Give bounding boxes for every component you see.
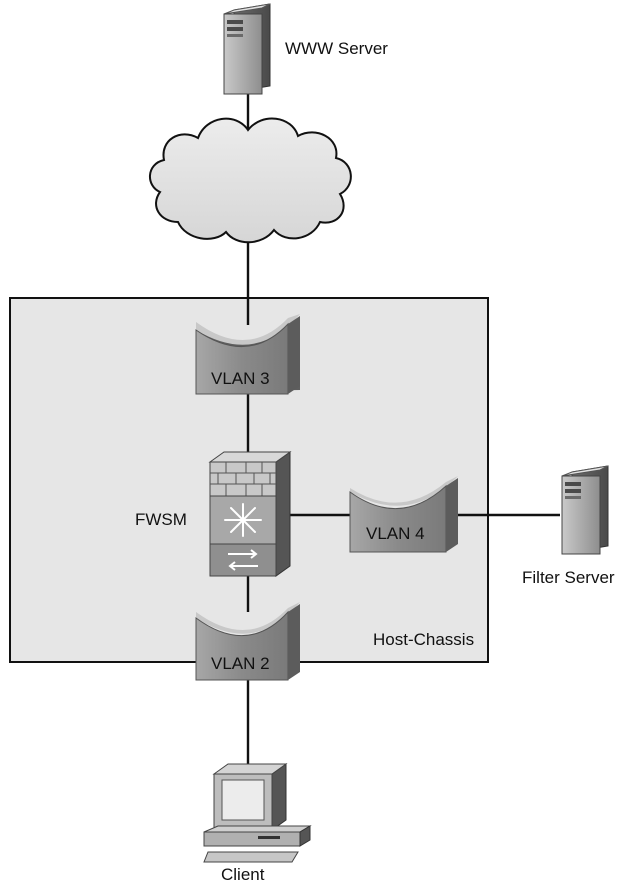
cloud-icon: [149, 117, 352, 244]
www-server-icon: [223, 3, 271, 95]
www-server-label: WWW Server: [285, 39, 388, 58]
host-chassis-label: Host-Chassis: [373, 630, 474, 649]
client-workstation-icon: [203, 763, 312, 863]
vlan-2-segment: [195, 602, 300, 681]
filter-server-label: Filter Server: [522, 568, 615, 587]
vlan-3-segment: [195, 314, 300, 395]
vlan-4-label: VLAN 4: [366, 524, 425, 543]
fwsm-label: FWSM: [135, 510, 187, 529]
client-label: Client: [221, 865, 265, 884]
vlan-4-segment: [349, 476, 458, 553]
fwsm-icon: [208, 451, 292, 577]
vlan-3-label: VLAN 3: [211, 369, 270, 388]
filter-server-icon: [561, 465, 609, 555]
vlan-2-label: VLAN 2: [211, 654, 270, 673]
